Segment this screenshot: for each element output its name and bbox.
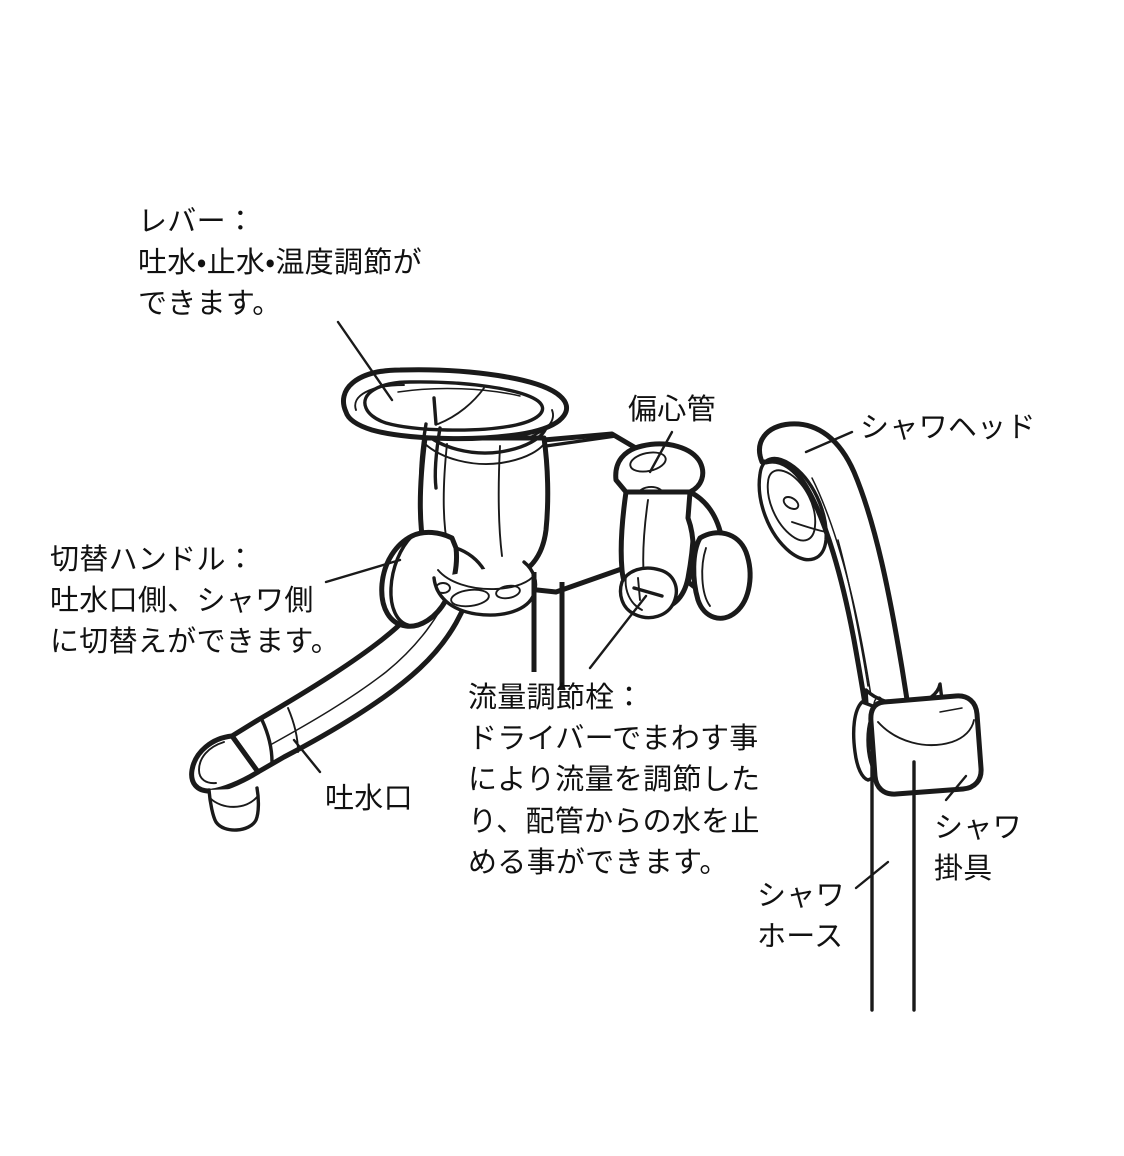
lever-facet-2 bbox=[437, 387, 485, 425]
faucet-body-group bbox=[341, 367, 753, 629]
diverter-hole-2 bbox=[495, 584, 521, 600]
bracket-highlight bbox=[939, 707, 963, 713]
lever-inner-opening bbox=[363, 380, 545, 432]
callout-shower-bracket: シャワ 掛具 bbox=[934, 812, 1022, 886]
lever-ring-thickness-2 bbox=[531, 409, 554, 437]
body-shoulder bbox=[544, 434, 618, 448]
leader-eccentric bbox=[648, 430, 674, 474]
lever-facet bbox=[432, 396, 438, 426]
leader-switch-handle bbox=[324, 558, 402, 584]
leader-spout bbox=[292, 738, 322, 774]
spout-aerator-ring bbox=[209, 796, 258, 808]
lever-surface-highlight bbox=[397, 387, 521, 397]
lever-ring-thickness bbox=[354, 384, 405, 411]
spray-face-center-hole bbox=[782, 496, 800, 510]
wall-flange bbox=[691, 530, 753, 621]
spout-aerator bbox=[207, 786, 261, 832]
callout-spout: 吐水口 bbox=[325, 783, 413, 815]
leader-flow-valve bbox=[588, 594, 648, 670]
switch-knob-face bbox=[389, 534, 414, 627]
spout-elbow-inner bbox=[198, 741, 225, 785]
lever-handle[interactable] bbox=[341, 367, 570, 490]
spray-face-mid bbox=[766, 469, 817, 542]
shower-wand-highlight-2 bbox=[837, 539, 869, 687]
lever-neck-2 bbox=[433, 426, 442, 490]
leader-lever bbox=[336, 320, 394, 402]
diverter-hole-1 bbox=[450, 588, 490, 608]
flow-valve-rim bbox=[624, 575, 643, 611]
leader-shower-hose bbox=[854, 860, 890, 890]
diverter-base-contour bbox=[437, 569, 536, 590]
flow-valve-screw-slot-2 bbox=[637, 577, 641, 601]
shower-assembly-group bbox=[757, 421, 984, 1012]
wall-flange-inner bbox=[701, 547, 711, 607]
spray-face-crease bbox=[791, 521, 827, 533]
spout-collar bbox=[260, 718, 274, 764]
diverter-hole-3 bbox=[435, 582, 451, 594]
leader-shower-head bbox=[804, 430, 854, 454]
callout-lever: レバー： 吐水・止水・温度調節が できます。 bbox=[138, 206, 422, 321]
bracket-cradle bbox=[877, 719, 975, 746]
cartridge-collar bbox=[422, 426, 548, 455]
callout-flow-valve: 流量調節栓： ドライバーでまわす事 により流量を調節した り、配管からの水を止 … bbox=[468, 682, 761, 879]
callout-shower-head: シャワヘッド bbox=[860, 412, 1036, 444]
body-barrel-shade-2 bbox=[497, 445, 503, 557]
leader-shower-bracket bbox=[944, 774, 968, 802]
lever-neck bbox=[419, 422, 428, 486]
callout-shower-hose: シャワ ホース bbox=[757, 880, 845, 954]
cartridge-collar-2 bbox=[423, 438, 548, 465]
eccentric-pipe-group bbox=[613, 441, 753, 621]
flow-control-valve[interactable] bbox=[618, 566, 679, 620]
shower-spray-face bbox=[757, 456, 828, 562]
leader-lines bbox=[292, 320, 968, 890]
callout-switch-handle: 切替ハンドル： 吐水口側、シャワ側 に切替えができます。 bbox=[50, 544, 341, 659]
spray-face-outer bbox=[757, 456, 828, 562]
callout-eccentric-pipe: 偏心管 bbox=[628, 394, 716, 426]
switch-knob-stem bbox=[454, 546, 486, 572]
